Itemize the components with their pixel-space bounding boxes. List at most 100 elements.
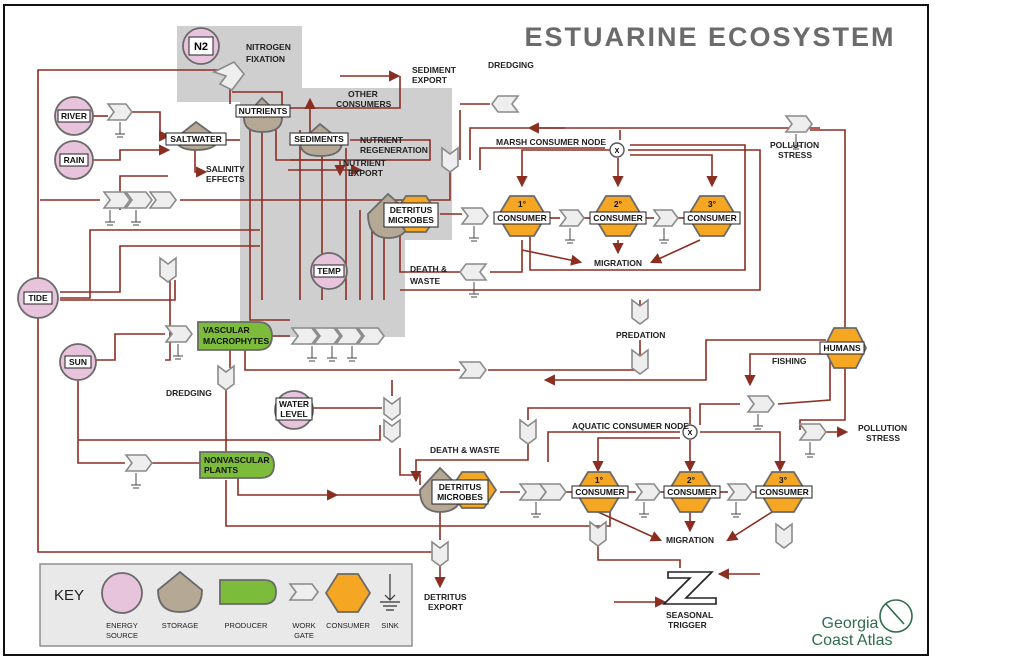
work-gate	[164, 325, 193, 343]
work-gate	[459, 263, 488, 281]
nutrient-regen-label-2: REGENERATION	[360, 145, 428, 155]
sink-icon	[565, 228, 575, 244]
sink-icon	[731, 502, 741, 518]
aquatic-consumer-3-label: CONSUMER	[759, 487, 809, 497]
work-gate	[519, 418, 537, 445]
marsh-consumer-3: 3° CONSUMER	[683, 195, 741, 237]
key-sink-icon	[380, 574, 400, 611]
key-producer-label: PRODUCER	[225, 621, 269, 630]
seasonal-trigger-label-2: TRIGGER	[668, 620, 707, 630]
key-consumer-label: CONSUMER	[326, 621, 370, 630]
pollution-stress-bottom-label-1: POLLUTION	[858, 423, 907, 433]
work-gate	[211, 61, 246, 92]
other-consumers-label-1: OTHER	[348, 89, 378, 99]
other-consumers-label-2: CONSUMERS	[336, 99, 392, 109]
vascular-label-2: MACROPHYTES	[203, 336, 269, 346]
work-gate	[124, 454, 153, 472]
rain-label: RAIN	[64, 155, 85, 165]
saltwater-storage: SALTWATER	[165, 120, 227, 151]
nodes: X X	[609, 142, 698, 440]
work-gate	[558, 209, 585, 227]
work-gate	[124, 191, 153, 209]
key-work-gate-label-1: WORK	[292, 621, 315, 630]
sediments-label: SEDIMENTS	[294, 134, 344, 144]
dredging-mid-label: DREDGING	[166, 388, 212, 398]
work-gate	[491, 95, 520, 113]
sediments-storage: SEDIMENTS	[289, 122, 349, 157]
aquatic-consumer-3: 3° CONSUMER	[755, 471, 813, 513]
georgia-coast-atlas-logo: Georgia Coast Atlas	[812, 599, 913, 649]
key-storage-label: STORAGE	[162, 621, 199, 630]
work-gate	[334, 327, 363, 345]
producers: VASCULAR MACROPHYTES NONVASCULAR PLANTS	[197, 321, 275, 479]
water-level-label-1: WATER	[279, 399, 309, 409]
key-energy-source-icon	[101, 572, 143, 614]
aquatic-node-icon	[682, 424, 698, 440]
page-title: ESTUARINE ECOSYSTEM	[524, 22, 895, 52]
pollution-stress-top-label-2: STRESS	[778, 150, 812, 160]
marsh-consumer-1-rank: 1°	[518, 199, 527, 209]
key-title: KEY	[54, 587, 84, 604]
nitrogen-fixation-label-1: NITROGEN	[246, 42, 291, 52]
work-gate	[652, 209, 679, 227]
work-gate	[102, 191, 131, 209]
detritus-top-storage: DETRITUS MICROBES	[367, 192, 440, 239]
fishing-label: FISHING	[772, 356, 807, 366]
aquatic-node-symbol: X	[688, 430, 693, 437]
key-consumer-icon	[324, 573, 372, 613]
sun-label: SUN	[69, 357, 87, 367]
n2-label: N2	[194, 41, 208, 53]
key-sink-label: SINK	[381, 621, 399, 630]
sink-icon	[639, 502, 649, 518]
atlas-logo-icon	[879, 599, 913, 633]
rain-source: RAIN	[54, 140, 94, 180]
outer-border	[3, 4, 929, 656]
brand-line-2: Coast Atlas	[812, 632, 893, 649]
work-gate	[312, 327, 341, 345]
sink-icons	[105, 122, 815, 518]
marsh-consumer-2: 2° CONSUMER	[589, 195, 647, 237]
vascular-macrophytes-producer: VASCULAR MACROPHYTES	[197, 321, 273, 351]
flow-lines	[37, 69, 849, 608]
work-gate	[458, 361, 487, 379]
key-legend: KEY ENERGY SOURCE STORAGE PRODUCER WORK …	[39, 563, 413, 647]
sink-icon	[469, 226, 479, 242]
work-gate	[290, 327, 319, 345]
work-gate	[106, 103, 133, 121]
nonvascular-label-1: NONVASCULAR	[204, 455, 269, 465]
detritus-top-label-1: DETRITUS	[390, 205, 433, 215]
tide-source: TIDE	[17, 277, 59, 319]
nonvascular-plants-producer: NONVASCULAR PLANTS	[199, 451, 275, 479]
temp-label: TEMP	[317, 266, 341, 276]
sink-icon	[173, 344, 183, 360]
work-gate	[383, 418, 401, 443]
river-label: RIVER	[61, 111, 87, 121]
sink-icon	[347, 346, 357, 362]
detritus-export-label-1: DETRITUS	[424, 592, 467, 602]
nutrient-regen-label-1: NUTRIENT	[360, 135, 404, 145]
nonvascular-label-2: PLANTS	[204, 465, 238, 475]
marsh-node-symbol: X	[615, 148, 620, 155]
aquatic-consumer-3-rank: 3°	[779, 475, 788, 485]
sink-icon	[307, 346, 317, 362]
work-gate	[726, 483, 753, 501]
marsh-consumer-3-label: CONSUMER	[687, 213, 737, 223]
migration-top-label: MIGRATION	[594, 258, 642, 268]
nutrients-storage: NUTRIENTS	[235, 96, 291, 133]
work-gate	[775, 522, 793, 549]
death-waste-bottom-label: DEATH & WASTE	[430, 445, 500, 455]
sink-icon	[327, 346, 337, 362]
marsh-consumer-2-rank: 2°	[614, 199, 623, 209]
aquatic-consumer-2: 2° CONSUMER	[663, 471, 721, 513]
sink-icon	[115, 122, 125, 138]
detritus-bottom-storage: DETRITUS MICROBES	[419, 466, 498, 513]
sun-source: SUN	[59, 343, 97, 381]
saltwater-label: SALTWATER	[170, 134, 222, 144]
nutrients-label: NUTRIENTS	[239, 106, 288, 116]
marsh-node-icon	[609, 142, 625, 158]
sink-icon	[791, 134, 801, 150]
work-gate	[148, 191, 177, 209]
aquatic-consumer-2-rank: 2°	[687, 475, 696, 485]
sink-icon	[805, 442, 815, 458]
nitrogen-fixation-label-2: FIXATION	[246, 54, 285, 64]
